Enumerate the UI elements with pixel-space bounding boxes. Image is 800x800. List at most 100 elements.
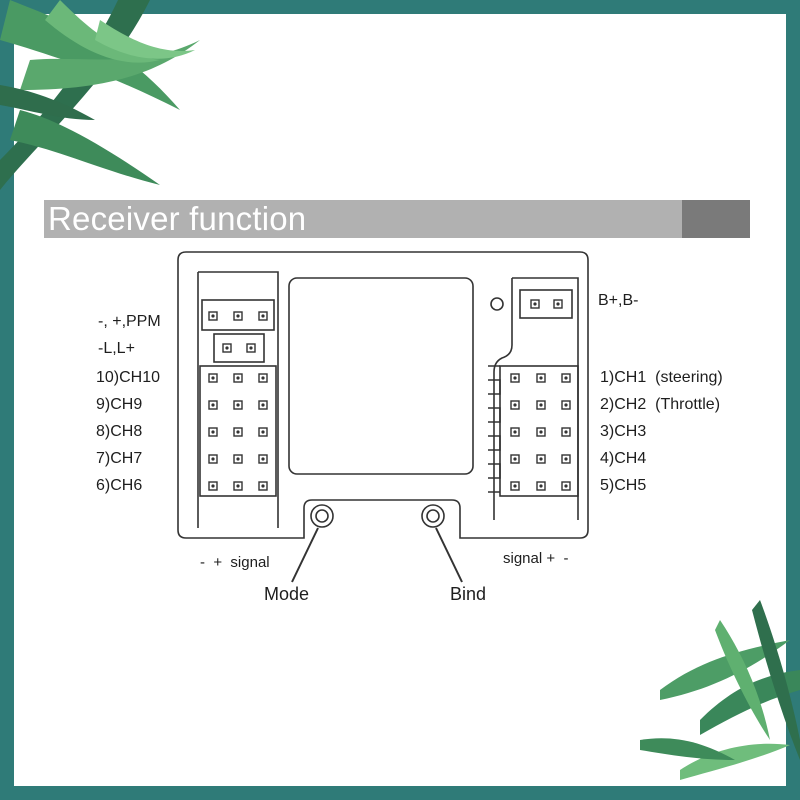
bind-button[interactable] xyxy=(421,504,445,528)
pin-icon xyxy=(536,481,546,491)
pin-icon xyxy=(536,400,546,410)
pin-dot xyxy=(513,403,517,407)
left-header-strip xyxy=(197,271,279,528)
pin-icon xyxy=(258,481,268,491)
button-icon xyxy=(310,504,334,528)
label-mode: Mode xyxy=(264,584,310,604)
right-channel-label: 1)CH1 (steering) xyxy=(600,369,723,386)
pin-icon xyxy=(536,427,546,437)
center-chip xyxy=(288,277,474,475)
pin-icon xyxy=(208,481,218,491)
receiver-body xyxy=(177,251,589,539)
label-bottom-left: - + signal xyxy=(200,554,270,571)
pin-icon xyxy=(510,427,520,437)
pin-icon xyxy=(258,454,268,464)
mode-leader xyxy=(291,527,319,583)
pin-dot xyxy=(225,346,229,350)
pin-icon xyxy=(208,454,218,464)
pin-icon xyxy=(510,454,520,464)
pin-dot xyxy=(236,484,240,488)
bind-leader xyxy=(435,527,463,583)
pin-icon xyxy=(258,373,268,383)
pin-dot xyxy=(564,484,568,488)
pin-dot xyxy=(513,457,517,461)
pin-dot xyxy=(564,376,568,380)
left-channel-label: 10)CH10 xyxy=(96,369,161,386)
white-panel xyxy=(14,14,786,786)
pin-dot xyxy=(211,484,215,488)
button-icon xyxy=(421,504,445,528)
pin-dot xyxy=(539,430,543,434)
pin-icon xyxy=(561,427,571,437)
pin-dot xyxy=(249,346,253,350)
pin-icon xyxy=(208,427,218,437)
left-channel-label: 6)CH6 xyxy=(96,477,143,494)
pin-icon xyxy=(258,400,268,410)
pin-dot xyxy=(236,403,240,407)
title-accent xyxy=(682,200,750,238)
pin-icon xyxy=(561,373,571,383)
pin-dot xyxy=(513,430,517,434)
l-header xyxy=(213,333,265,363)
left-channel-label: 7)CH7 xyxy=(96,450,143,467)
pin-dot xyxy=(236,457,240,461)
left-channel-label: 9)CH9 xyxy=(96,396,143,413)
right-header-strip xyxy=(493,277,579,520)
pin-dot xyxy=(533,302,537,306)
pin-dot xyxy=(539,457,543,461)
pin-icon xyxy=(536,454,546,464)
page-title: Receiver function xyxy=(48,200,307,237)
pin-dot xyxy=(211,314,215,318)
mode-button[interactable] xyxy=(310,504,334,528)
ppm-header xyxy=(201,299,275,331)
pin-icon xyxy=(536,373,546,383)
pin-icon xyxy=(233,400,243,410)
label-battery: B+,B- xyxy=(598,292,639,309)
right-channel-label: 2)CH2 (Throttle) xyxy=(600,396,721,413)
pin-icon xyxy=(510,400,520,410)
pin-icon xyxy=(233,454,243,464)
leaf-icon xyxy=(640,600,800,780)
label-ppm: -, +,PPM xyxy=(98,313,161,330)
left-channel-header xyxy=(199,365,277,497)
pin-dot xyxy=(211,457,215,461)
pin-icon xyxy=(208,311,218,321)
pin-icon xyxy=(258,427,268,437)
pins xyxy=(208,299,571,491)
pin-dot xyxy=(513,376,517,380)
pin-icon xyxy=(561,481,571,491)
pin-dot xyxy=(211,430,215,434)
pin-icon xyxy=(530,299,540,309)
right-channel-label: 5)CH5 xyxy=(600,477,647,494)
pin-dot xyxy=(556,302,560,306)
pin-dot xyxy=(539,376,543,380)
pin-dot xyxy=(211,403,215,407)
pin-dot xyxy=(261,314,265,318)
pin-icon xyxy=(258,311,268,321)
left-channel-label: 8)CH8 xyxy=(96,423,143,440)
battery-header xyxy=(519,289,573,319)
led-indicator xyxy=(490,297,504,311)
pin-icon xyxy=(208,373,218,383)
pin-icon xyxy=(561,400,571,410)
pin-icon xyxy=(222,343,232,353)
pin-dot xyxy=(539,484,543,488)
pin-dot xyxy=(236,314,240,318)
pin-dot xyxy=(261,484,265,488)
pin-dot xyxy=(564,403,568,407)
label-bottom-right: signal + - xyxy=(503,550,569,567)
pin-icon xyxy=(233,481,243,491)
pin-dot xyxy=(261,403,265,407)
right-channel-label: 3)CH3 xyxy=(600,423,647,440)
pin-dot xyxy=(211,376,215,380)
title-bar: Receiver function xyxy=(44,200,750,238)
pin-dot xyxy=(539,403,543,407)
pin-dot xyxy=(261,457,265,461)
pin-dot xyxy=(564,430,568,434)
pin-icon xyxy=(233,311,243,321)
pin-dot xyxy=(513,484,517,488)
label-bind: Bind xyxy=(450,584,487,604)
